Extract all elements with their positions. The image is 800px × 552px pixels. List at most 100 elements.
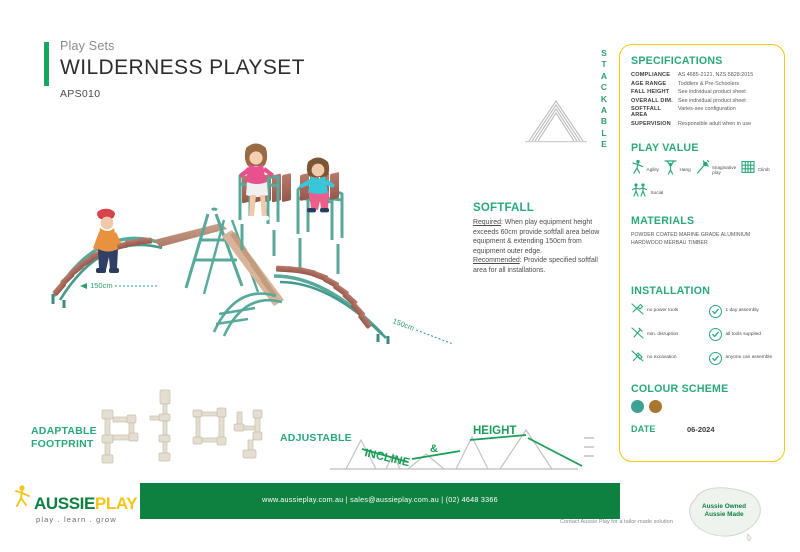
page-title: WILDERNESS PLAYSET [60,56,305,79]
footer-tagline: Contact Aussie Play for a tailor-made so… [560,519,673,525]
table-row: AGE RANGE Toddlers & Pre-Schoolers [631,81,774,90]
logo-wordmark: AUSSIEPLAY [34,495,137,513]
page-header: Play Sets WILDERNESS PLAYSET APS010 [44,38,305,100]
play-value-item: Imaginative play [696,159,737,180]
check-icon [709,304,722,318]
installation-row: no power tools 1 day assembly [631,302,774,320]
stacked-arches-diagram [521,95,591,148]
logo-word-aussie: AUSSIE [34,494,95,513]
play-value-label: Social [650,189,664,195]
date-row: DATE 06-2024 [631,424,774,434]
check-icon [709,328,722,342]
spec-key: OVERALL DIM. [631,97,673,104]
spec-key: SUPERVISION [631,120,671,127]
dimension-label-right: 150cm [391,316,455,348]
social-icon [631,182,648,202]
badge-line1: Aussie Owned [702,503,746,510]
aussie-made-badge: Aussie Owned Aussie Made [678,480,770,547]
adaptable-line2: FOOTPRINT [31,438,94,450]
no-excavation-icon [631,349,644,367]
required-text: : When play equipment height exceeds 60c… [473,219,600,255]
required-label: Required [473,219,501,226]
aussie-play-logo: AUSSIEPLAY play . learn . grow [14,484,137,524]
colour-swatch [631,400,644,414]
table-row: SUPERVISION Responsible adult when in us… [631,121,774,130]
header-accent-bar [44,42,49,86]
installation-left-label: no excavation [647,355,677,361]
installation-right-label: 1 day assembly [725,308,759,314]
spec-value: AS 4685-2121, NZS 5828:2015 [678,72,754,78]
stackable-letter: A [600,70,608,81]
child-figure [93,208,121,273]
installation-row: min. disruption all tools supplied [631,326,774,344]
softfall-block: SOFTFALL Required: When play equipment h… [473,202,613,276]
agility-icon [631,159,644,180]
stackable-letter: B [600,116,608,127]
ampersand-text: & [430,443,438,455]
spec-value: Responsible adult when in use [678,120,752,127]
installation-right-label: anyone can assemble [725,355,773,361]
spec-key: AGE RANGE [631,80,667,87]
specifications-table: COMPLIANCE AS 4685-2121, NZS 5828:2015 A… [631,72,774,129]
recommended-label: Recommended [473,257,520,265]
play-value-label: Agility [646,167,660,173]
play-value-list: Agility Hang Imaginative play [631,159,774,202]
footer-contact-bar: www.aussieplay.com.au | sales@aussieplay… [140,483,620,519]
installation-row: no excavation anyone can assemble [631,349,774,367]
play-value-item: Social [631,182,663,202]
climb-icon [741,160,755,179]
hang-icon [664,159,677,180]
spec-value: See individual product sheet [678,97,746,104]
softfall-recommended: Recommended: Provide specified softfall … [473,256,613,275]
specifications-panel: SPECIFICATIONS COMPLIANCE AS 4685-2121, … [619,44,785,462]
play-value-item: Hang [664,159,691,180]
stackable-letter: C [600,82,608,93]
materials-list: POWDER COATED MARINE GRADE ALUMINIUM HAR… [631,232,774,247]
table-row: OVERALL DIM. See individual product shee… [631,98,774,107]
incline-height-profile: INCLINE & HEIGHT [330,418,600,479]
stackable-letter: K [600,93,608,104]
installation-left-label: no power tools [647,308,679,314]
specifications-heading: SPECIFICATIONS [631,55,723,67]
stackable-letter: T [601,59,607,70]
play-value-item: Agility [631,159,659,180]
date-value: 06-2024 [687,424,715,434]
date-label: DATE [631,424,656,435]
logo-tagline: play . learn . grow [36,515,117,524]
installation-left-label: min. disruption [647,331,679,337]
spec-value: Varies-see configuration [678,106,736,112]
stackable-letter: S [601,48,607,58]
spec-key: FALL HEIGHT [631,89,670,95]
play-value-label: Climb [757,167,770,173]
table-row: COMPLIANCE AS 4685-2121, NZS 5828:2015 [631,72,774,81]
spec-value: See individual product sheet [678,89,746,95]
dimension-label-left: 150cm [80,281,159,290]
adjustable-label: ADJUSTABLE [280,432,352,444]
colour-scheme-heading: COLOUR SCHEME [631,383,729,396]
footprint-plan-variants [98,388,268,479]
installation-heading: INSTALLATION [631,285,711,298]
table-row: SOFTFALL AREA Varies-see configuration [631,106,774,121]
softfall-required: Required: When play equipment height exc… [473,218,613,256]
logo-figure-icon [14,484,34,513]
materials-heading: MATERIALS [631,215,695,228]
softfall-heading: SOFTFALL [473,202,535,214]
play-value-label: Hang [679,167,691,173]
colour-swatches [631,400,774,414]
child-figure [299,157,335,213]
imaginative-play-icon [696,159,710,180]
logo-word-play: PLAY [94,494,138,513]
no-disruption-icon [631,326,644,344]
spec-key: SOFTFALL AREA [631,106,661,119]
product-code: APS010 [60,88,101,100]
footer-contact-text: www.aussieplay.com.au | sales@aussieplay… [262,495,498,504]
table-row: FALL HEIGHT See individual product sheet [631,89,774,98]
badge-line2: Aussie Made [704,511,744,518]
stackable-letter: E [601,139,607,150]
recommended-text: : Provide specified softfall area for al… [473,257,598,274]
play-value-item: Climb [741,159,770,180]
material-line: POWDER COATED MARINE GRADE ALUMINIUM [631,232,751,239]
adaptable-line1: ADAPTABLE [31,425,97,437]
play-value-label: Imaginative play [712,164,737,175]
